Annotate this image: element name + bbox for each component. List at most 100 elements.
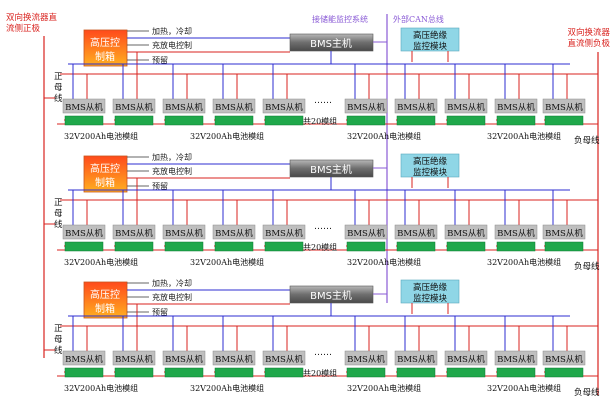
can-label: 外部CAN总线 [393,14,444,24]
left-label-line2: 流侧正极 [6,23,41,34]
module-label-1: 32V200Ah电池模组 [64,383,138,393]
bms-slave-label: BMS从机 [115,228,153,239]
slave-5: BMS从机 [262,190,306,252]
slave-6: BMS从机 [344,190,388,252]
slave-10: BMS从机 [542,316,586,378]
battery-module [446,115,486,126]
battery-module [396,241,436,252]
negative-bus-label: 负母线 [574,261,600,272]
bms-slave-box [444,350,488,366]
slave-8: BMS从机 [444,190,488,252]
bms-slave-label: BMS从机 [347,102,385,113]
groups-layer: 高压控制箱加热，冷却充放电控制预留BMS主机高压绝缘监控模块正母线负母线BMS从… [43,14,600,398]
bms-slave-label: BMS从机 [165,354,203,365]
bms-slave-label: BMS从机 [115,354,153,365]
insulation-label-line2: 监控模块 [413,167,448,178]
function-label-3: 预留 [152,55,168,65]
bms-slave-box [542,350,586,366]
module-label-2: 32V200Ah电池模组 [190,257,264,267]
function-label-1: 加热，冷却 [152,278,192,288]
battery-module [64,115,104,126]
battery-module [214,115,254,126]
bms-host-label: BMS主机 [310,289,352,302]
slave-4: BMS从机 [212,64,256,126]
slave-2: BMS从机 [112,190,156,252]
positive-bus-char-1: 正 [54,72,63,82]
slave-7: BMS从机 [394,64,438,126]
right-label-line1: 双向换流器 [567,27,610,38]
bms-slave-box [162,350,206,366]
bms-slave-box [494,350,538,366]
bms-slave-box [394,98,438,114]
insulation-label-line2: 监控模块 [413,41,448,52]
function-label-1: 加热，冷却 [152,152,192,162]
bms-slave-box [444,224,488,240]
battery-module [114,115,154,126]
positive-bus-char-3: 线 [54,219,63,230]
bms-slave-box [394,224,438,240]
slave-2: BMS从机 [112,316,156,378]
positive-bus-char-2: 母 [54,209,63,219]
bms-slave-box [344,224,388,240]
battery-module [64,241,104,252]
battery-module [396,115,436,126]
battery-module [214,241,254,252]
function-label-2: 充放电控制 [152,292,192,302]
hv-control-box [83,281,128,319]
module-label-1: 32V200Ah电池模组 [64,131,138,141]
bms-slave-box [542,98,586,114]
battery-module [446,367,486,378]
bms-host-label: BMS主机 [310,37,352,50]
bms-slave-label: BMS从机 [545,228,583,239]
battery-module [496,241,536,252]
bms-slave-label: BMS从机 [447,228,485,239]
slave-4: BMS从机 [212,190,256,252]
bms-slave-label: BMS从机 [545,102,583,113]
slave-3: BMS从机 [162,64,206,126]
battery-module [114,367,154,378]
module-label-4: 32V200Ah电池模组 [487,383,561,393]
insulation-monitor-box [400,279,460,304]
hv-box-label-line2: 制箱 [95,302,115,315]
battery-module [346,115,386,126]
slave-8: BMS从机 [444,316,488,378]
hv-control-box [83,155,128,193]
negative-bus-label: 负母线 [574,387,600,398]
hv-control-box [83,29,128,67]
bms-slave-box [344,98,388,114]
group-3: 高压控制箱加热，冷却充放电控制预留BMS主机高压绝缘监控模块正母线负母线BMS从… [44,278,600,398]
ellipsis: …… [314,222,332,232]
bms-slave-box [494,98,538,114]
bms-slave-label: BMS从机 [497,102,535,113]
battery-module [164,367,204,378]
bms-slave-label: BMS从机 [447,102,485,113]
bms-slave-label: BMS从机 [447,354,485,365]
positive-bus-char-1: 正 [54,198,63,208]
group-2: 高压控制箱加热，冷却充放电控制预留BMS主机高压绝缘监控模块正母线负母线BMS从… [44,152,600,272]
bms-slave-label: BMS从机 [265,228,303,239]
hv-box-label-line2: 制箱 [95,50,115,63]
bms-slave-box [162,224,206,240]
bms-host-label: BMS主机 [310,163,352,176]
battery-module [64,367,104,378]
function-label-2: 充放电控制 [152,40,192,50]
hv-box-label-line2: 制箱 [95,176,115,189]
bms-slave-box [62,350,106,366]
slave-5: BMS从机 [262,64,306,126]
bms-slave-label: BMS从机 [497,354,535,365]
bms-slave-label: BMS从机 [215,102,253,113]
insulation-label-line2: 监控模块 [413,293,448,304]
slave-6: BMS从机 [344,316,388,378]
hv-box-label-line1: 高压控 [90,288,120,301]
bms-slave-box [112,224,156,240]
bms-slave-label: BMS从机 [65,102,103,113]
group-1: 高压控制箱加热，冷却充放电控制预留BMS主机高压绝缘监控模块正母线负母线BMS从… [44,26,600,146]
slave-10: BMS从机 [542,64,586,126]
bms-slave-label: BMS从机 [497,228,535,239]
slave-7: BMS从机 [394,190,438,252]
positive-bus-char-2: 母 [54,83,63,93]
total-modules-label: 共20模组 [303,368,337,378]
battery-module [264,115,304,126]
slave-3: BMS从机 [162,316,206,378]
